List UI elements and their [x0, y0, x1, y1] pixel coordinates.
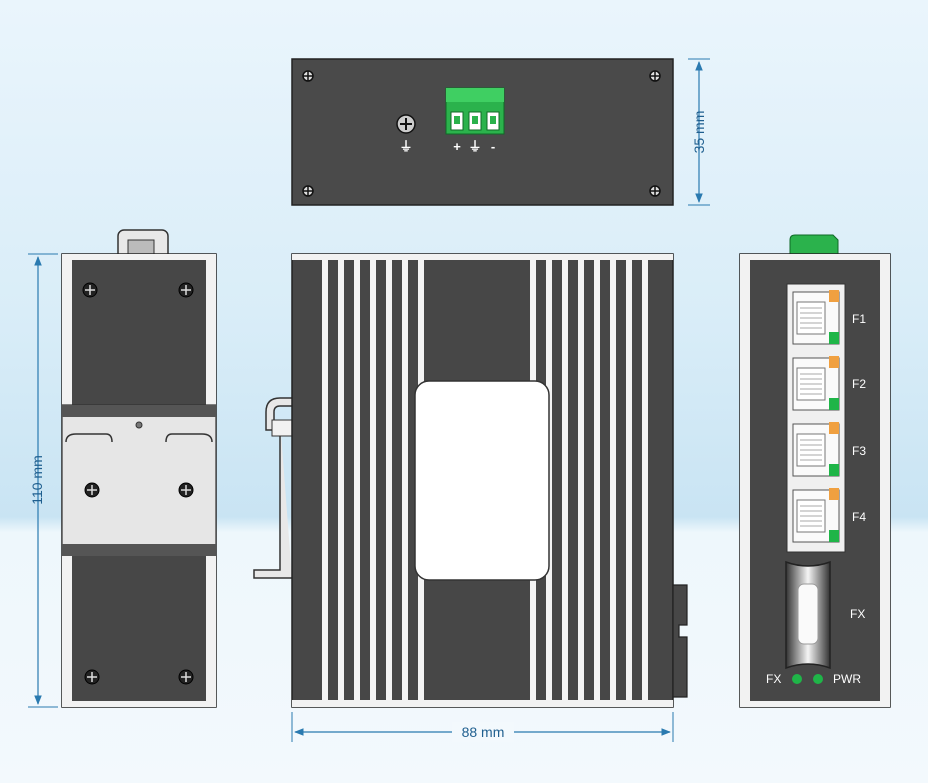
screw-icon: [84, 482, 100, 498]
screw-icon: [302, 185, 314, 197]
port-label-f3: F3: [852, 444, 866, 458]
port-label-f2: F2: [852, 377, 866, 391]
screw-icon: [302, 70, 314, 82]
ground-screw-icon: [396, 114, 416, 134]
width-label: 88 mm: [462, 724, 505, 740]
power-terminal-block: [445, 87, 505, 135]
rj45-port-f1[interactable]: [792, 290, 840, 345]
screw-icon: [178, 669, 194, 685]
terminal-ground-label: ⏚: [468, 139, 481, 154]
depth-label: 35 mm: [691, 111, 707, 154]
rj45-port-f3[interactable]: [792, 422, 840, 477]
rj45-port-f2[interactable]: [792, 356, 840, 411]
fx-led-label: FX: [766, 672, 781, 686]
ground-symbol: ⏚: [399, 139, 412, 154]
depth-dimension: 35 mm: [688, 58, 710, 206]
terminal-block-top: [789, 234, 839, 255]
screw-icon: [649, 70, 661, 82]
top-view: ⏚ + ⏚ -: [291, 58, 674, 206]
fx-led-indicator: [792, 674, 802, 684]
fiber-port-label: FX: [850, 607, 865, 621]
port-label-f4: F4: [852, 510, 866, 524]
din-rail-plate: [61, 404, 217, 556]
pwr-led-label: PWR: [833, 672, 861, 686]
height-label: 110 mm: [29, 455, 45, 505]
din-clip-side: [253, 397, 292, 579]
terminal-plus-label: +: [453, 139, 461, 154]
height-dimension: 110 mm: [28, 253, 58, 708]
sfp-protrusion: [672, 584, 688, 698]
terminal-minus-label: -: [491, 139, 495, 154]
pwr-led-indicator: [813, 674, 823, 684]
port-label-f1: F1: [852, 312, 866, 326]
rj45-port-f4[interactable]: [792, 488, 840, 543]
screw-icon: [82, 282, 98, 298]
width-dimension: 88 mm: [291, 712, 674, 742]
screw-icon: [649, 185, 661, 197]
side-view: [61, 229, 217, 708]
main-view: [253, 253, 688, 708]
label-window: [414, 380, 550, 581]
screw-icon: [84, 669, 100, 685]
fiber-sfp-port[interactable]: [785, 560, 831, 670]
screw-icon: [178, 282, 194, 298]
port-panel-view: F1 F2 F3 F4 FX FX PWR: [739, 234, 891, 708]
screw-icon: [178, 482, 194, 498]
